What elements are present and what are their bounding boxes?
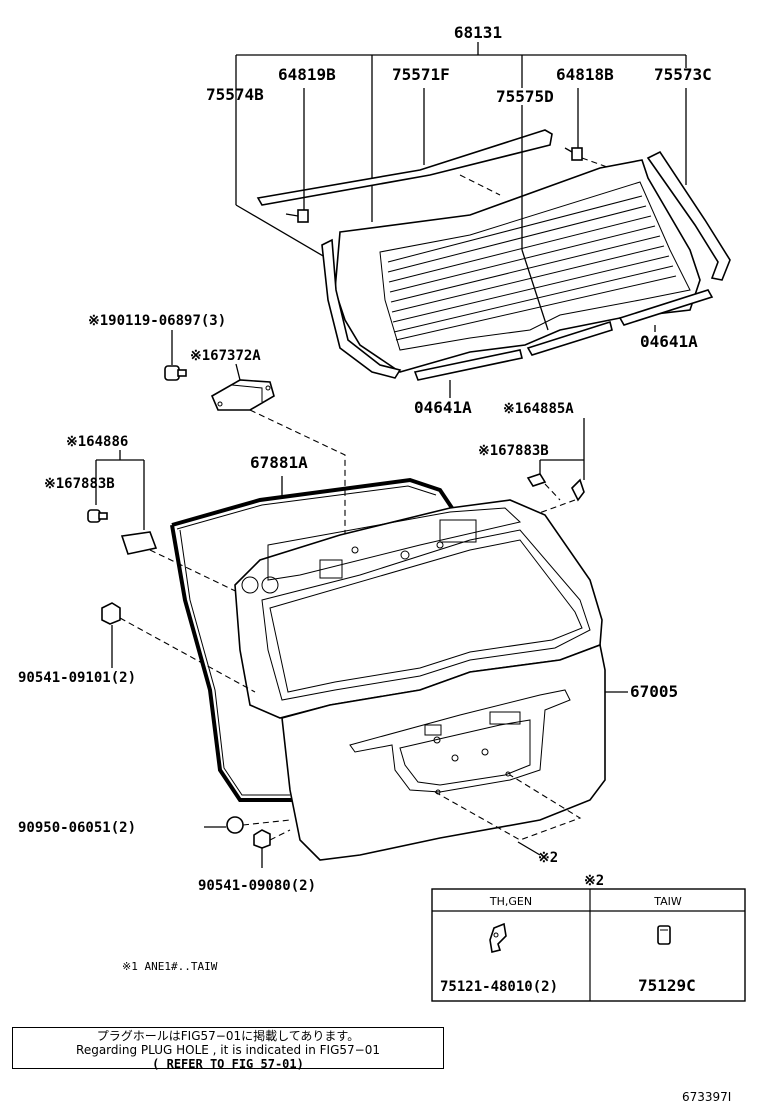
- label-75575D: 75575D: [496, 87, 554, 106]
- clip-64819B: [285, 209, 309, 223]
- label-167883B-left: ※167883B: [44, 476, 115, 492]
- label-164886: ※164886: [66, 434, 128, 450]
- bolt-190119: [164, 365, 187, 381]
- molding-75571F: [256, 129, 553, 206]
- label-90541-09101: 90541-09101(2): [18, 670, 136, 686]
- label-67005: 67005: [630, 682, 678, 701]
- label-75571F: 75571F: [392, 65, 450, 84]
- note-line-jp: プラグホールはFIG57−01に掲載してあります。: [96, 1029, 360, 1043]
- inset-col2-header: TAIW: [653, 895, 682, 908]
- label-64818B: 64818B: [556, 65, 614, 84]
- inset-col1-header: TH,GEN: [489, 895, 532, 908]
- label-68131: 68131: [454, 23, 502, 42]
- inset-col2-part: 75129C: [638, 976, 696, 995]
- cushion-90541-09080: [253, 829, 271, 849]
- label-90950-06051: 90950-06051(2): [18, 820, 136, 836]
- back-door-67005: [234, 499, 606, 861]
- molding-75574B: [321, 238, 402, 379]
- label-04641A-right: 04641A: [640, 332, 698, 351]
- label-75574B: 75574B: [206, 85, 264, 104]
- label-190119-06897: ※190119-06897(3): [88, 313, 226, 329]
- label-167883B-right: ※167883B: [478, 443, 549, 459]
- bracket-164886: [120, 531, 158, 555]
- bolt-167883B-right: [526, 473, 547, 487]
- plug-hole-note: プラグホールはFIG57−01に掲載してあります。 Regarding PLUG…: [12, 1027, 444, 1071]
- cushion-90541-09101: [101, 602, 121, 625]
- label-04641A-bottom: 04641A: [414, 398, 472, 417]
- note-line-refer: ( REFER TO FIG 57-01): [152, 1057, 304, 1071]
- clip-75129C: [657, 925, 671, 945]
- stopper-167372A: [210, 379, 275, 411]
- group-bracket-68131: [235, 42, 687, 261]
- bracket-164885A: [571, 478, 585, 502]
- label-ref2: ※2: [538, 850, 558, 866]
- label-67881A: 67881A: [250, 453, 308, 472]
- inset-table: ※2 TH,GEN TAIW 75121-48010(2) 75129C: [431, 873, 746, 1002]
- label-64819B: 64819B: [278, 65, 336, 84]
- plug-90950-06051: [226, 816, 244, 834]
- footnote: ※1 ANE1#..TAIW: [122, 960, 218, 973]
- bolt-167883B-left: [87, 509, 108, 523]
- clip-64818B: [564, 147, 583, 161]
- strip-04641A-right: [618, 289, 714, 326]
- weatherstrip-67881A: [170, 477, 462, 802]
- label-75573C: 75573C: [654, 65, 712, 84]
- clip-75121-48010: [489, 922, 507, 953]
- inset-col1-part: 75121-48010(2): [440, 979, 558, 995]
- molding-75573C: [646, 150, 731, 281]
- back-window-glass: [334, 159, 701, 373]
- inset-mark: ※2: [584, 873, 604, 889]
- label-167372A: ※167372A: [190, 348, 261, 364]
- strip-04641A-mid: [526, 320, 613, 356]
- figure-id: 673397I: [682, 1090, 732, 1104]
- label-164885A: ※164885A: [503, 401, 574, 417]
- label-90541-09080: 90541-09080(2): [198, 878, 316, 894]
- strip-04641A-bottom: [413, 349, 523, 381]
- note-line-en: Regarding PLUG HOLE , it is indicated in…: [76, 1043, 380, 1057]
